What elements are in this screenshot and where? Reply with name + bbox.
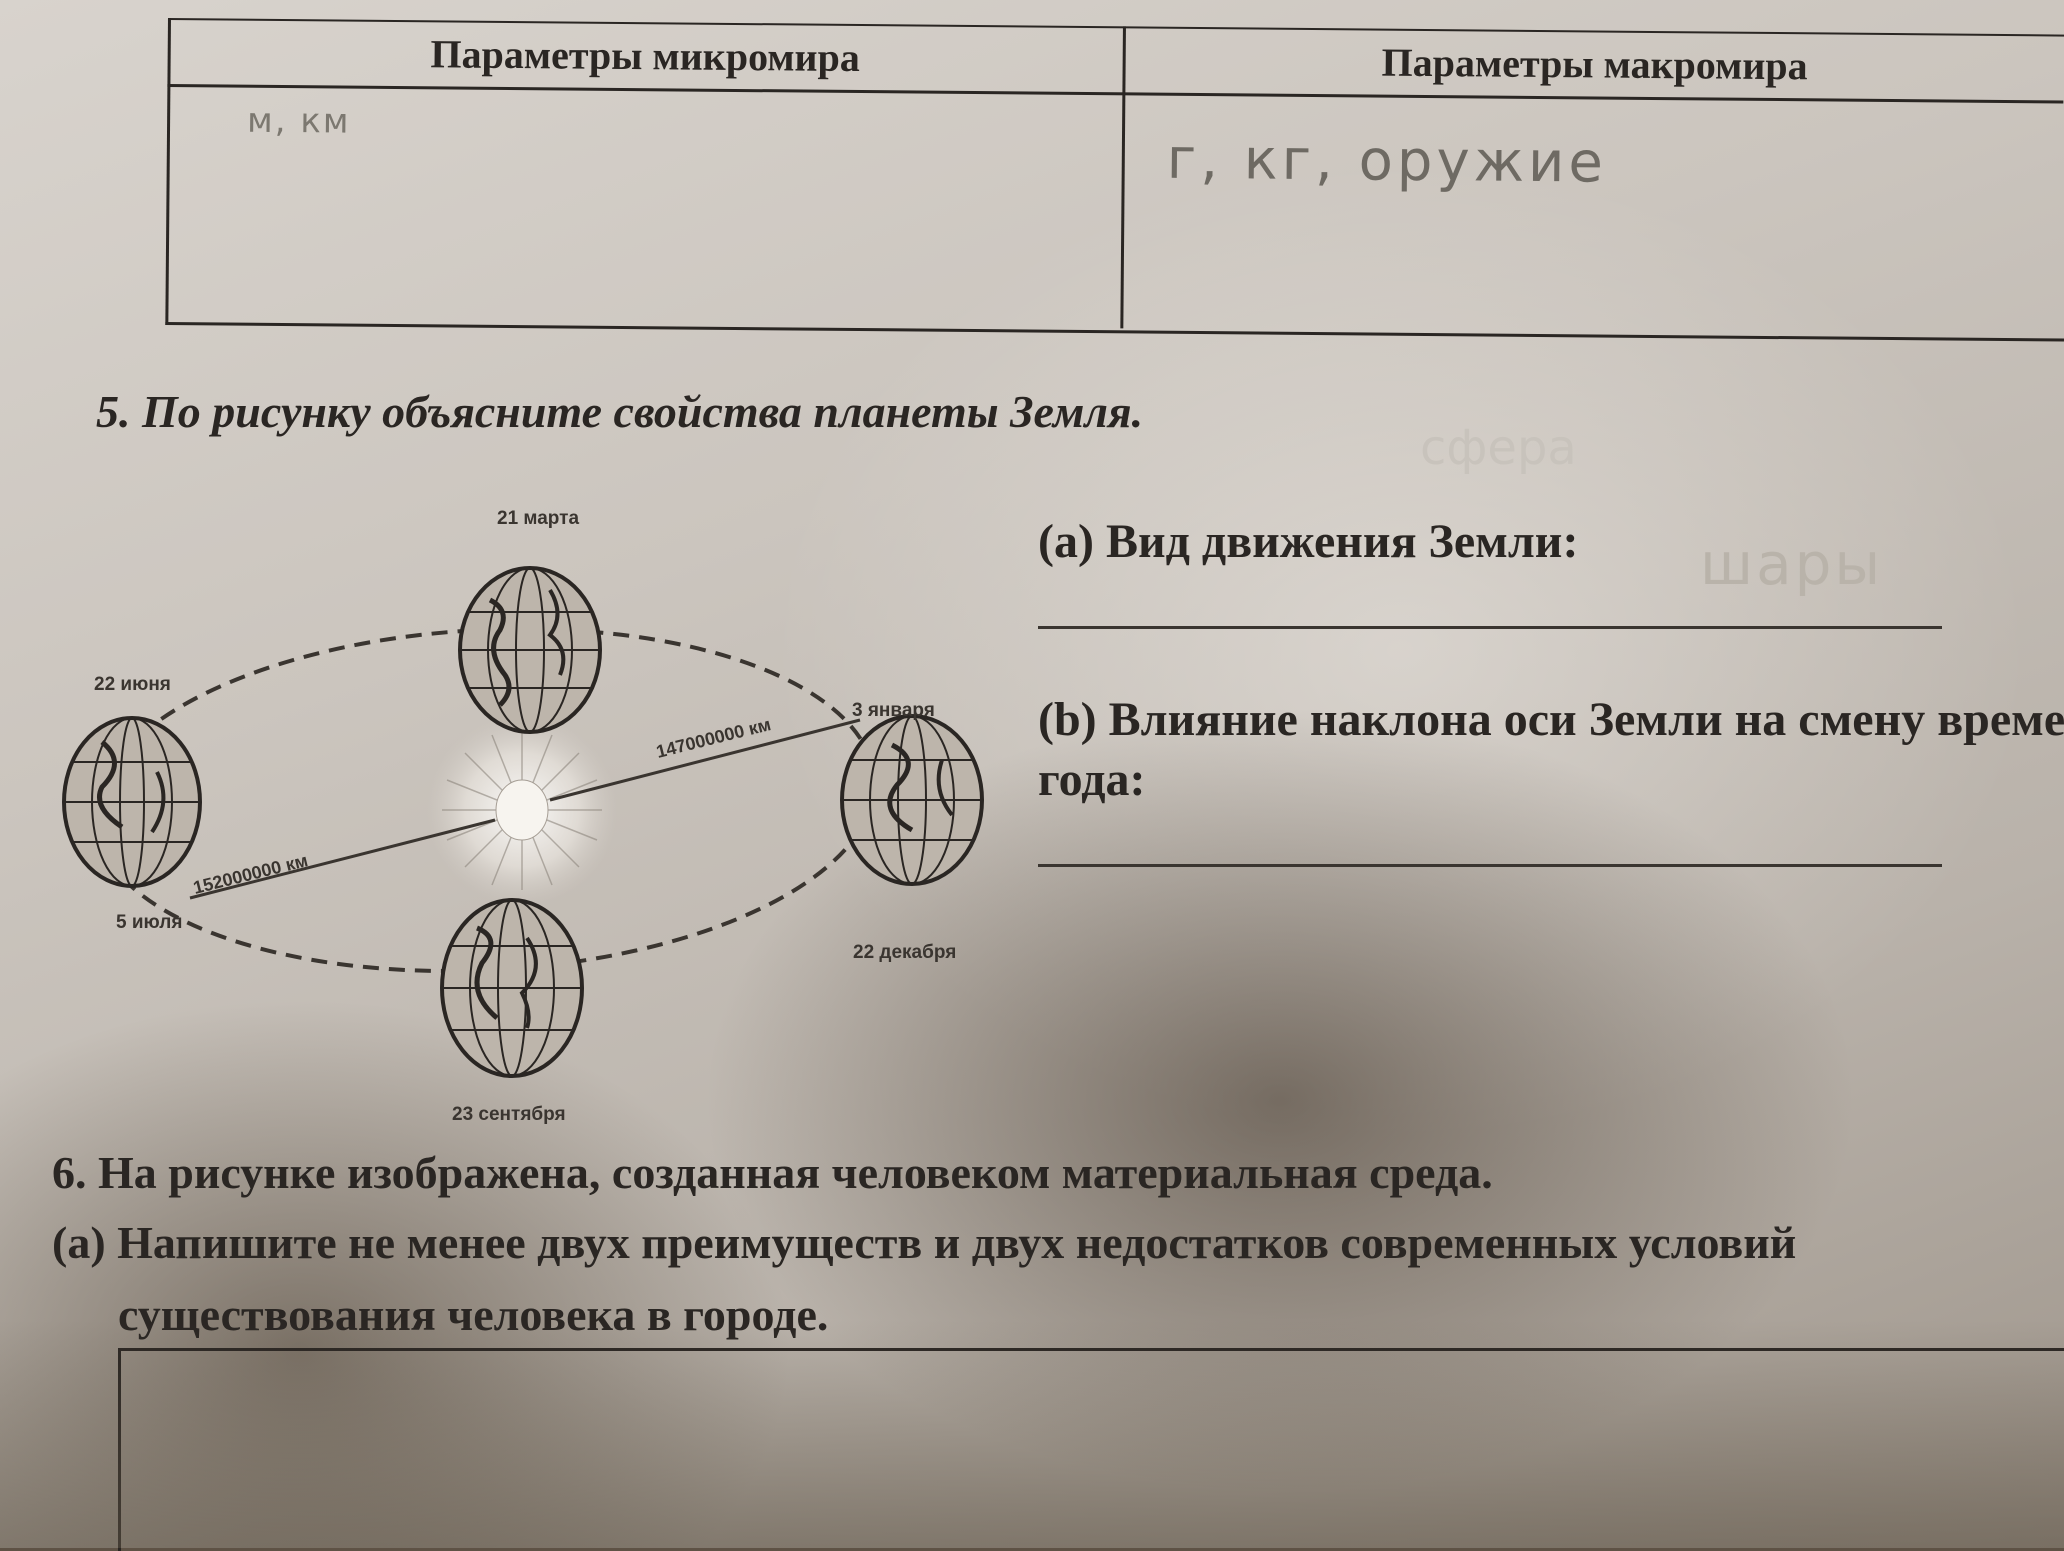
distance-line-january	[549, 718, 861, 802]
question-5b-label-line1: (b) Влияние наклона оси Земли на смену в…	[1038, 693, 2064, 746]
answer-line-5b	[1038, 864, 1942, 867]
globe-march	[458, 566, 602, 734]
label-23-september: 23 сентября	[452, 1104, 566, 1125]
handwriting-macro-cell: г, кг, оружие	[1166, 126, 1608, 196]
question-6a-line1: (а) Напишите не менее двух преимуществ и…	[52, 1217, 1797, 1268]
answer-line-5a	[1038, 626, 1942, 629]
label-22-december: 22 декабря	[853, 942, 956, 963]
globe-june	[62, 716, 202, 888]
globe-september	[440, 898, 584, 1078]
page-shadow	[0, 1320, 2064, 1548]
table-header-micro: Параметры микромира	[430, 31, 861, 81]
earth-orbit-diagram: 147000000 км 152000000 км	[62, 508, 984, 1125]
label-3-january: 3 января	[852, 700, 935, 721]
distance-label-july: 152000000 км	[191, 850, 310, 898]
table-header-macro: Параметры макромира	[1381, 39, 1808, 89]
question-5a-label: (a) Вид движения Земли:	[1038, 515, 1579, 568]
label-21-march: 21 марта	[497, 508, 579, 529]
parameters-table: Параметры микромира Параметры макромира …	[165, 18, 2064, 342]
distance-label-january: 147000000 км	[654, 714, 773, 762]
distance-line-july	[189, 818, 496, 900]
label-22-june: 22 июня	[94, 674, 171, 695]
sun	[495, 779, 549, 841]
label-5-july: 5 июля	[116, 912, 182, 933]
handwriting-5a-answer: шары	[1700, 530, 1884, 598]
question-5b-label-line2: года:	[1038, 753, 1146, 806]
globe-january	[840, 714, 984, 886]
question-6-title: 6. На рисунке изображена, созданная чело…	[52, 1147, 1493, 1198]
question-5-title: 5. По рисунку объясните свойства планеты…	[96, 386, 1144, 437]
handwriting-micro-cell: м, км	[246, 100, 351, 142]
faint-handwriting: сфера	[1420, 420, 1577, 476]
